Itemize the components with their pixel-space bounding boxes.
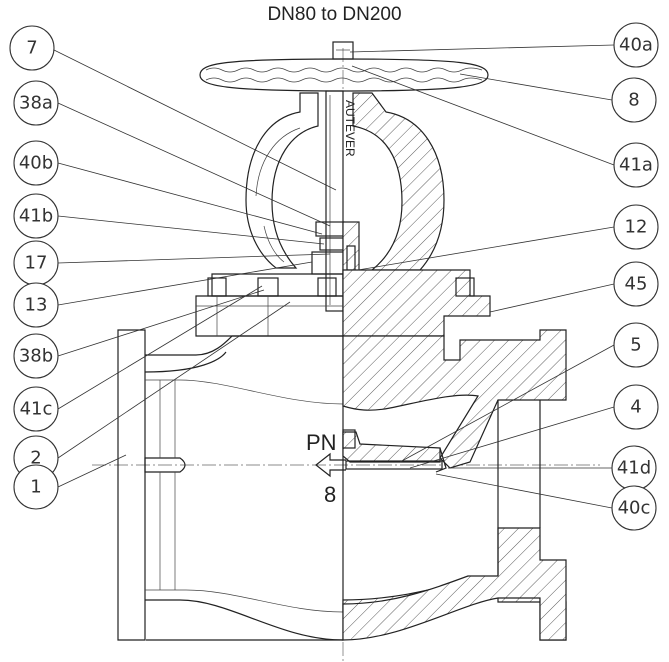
balloon-17-label: 17 xyxy=(25,253,48,274)
balloon-40b-label: 40b xyxy=(19,153,53,174)
balloon-12-label: 12 xyxy=(625,217,648,238)
disc xyxy=(342,431,441,463)
body-left xyxy=(117,329,344,641)
rating-marking: 8 xyxy=(324,482,336,507)
balloon-41d-label: 41d xyxy=(617,458,651,479)
balloon-40a-label: 40a xyxy=(619,35,653,56)
balloon-40c: 40c xyxy=(611,485,657,531)
drawing-title: DN80 to DN200 xyxy=(267,4,402,25)
balloon-8: 8 xyxy=(611,77,657,123)
balloon-41b-label: 41b xyxy=(19,206,53,227)
pressure-marking: PN xyxy=(306,430,337,455)
balloon-1-label: 1 xyxy=(30,477,41,498)
balloon-7: 7 xyxy=(9,25,55,71)
balloon-41c-label: 41c xyxy=(20,399,53,420)
balloon-8-label: 8 xyxy=(628,90,639,111)
balloon-40a: 40a xyxy=(613,22,659,68)
balloon-2-label: 2 xyxy=(30,448,41,469)
stem: AUTEVER xyxy=(325,90,357,312)
yoke-left xyxy=(245,92,319,269)
balloon-13-label: 13 xyxy=(25,295,48,316)
body-right-section xyxy=(342,329,567,641)
yoke-right-section xyxy=(352,92,445,271)
balloon-4-label: 4 xyxy=(630,397,641,418)
balloon-5-label: 5 xyxy=(630,335,641,356)
handwheel xyxy=(199,41,489,92)
balloon-13: 13 xyxy=(13,282,59,328)
balloon-12: 12 xyxy=(613,204,659,250)
balloon-45: 45 xyxy=(613,261,659,307)
balloon-38a: 38a xyxy=(13,80,59,126)
balloon-41a: 41a xyxy=(613,142,659,188)
gland-packing xyxy=(311,221,360,279)
balloon-1: 1 xyxy=(13,464,59,510)
balloon-38b: 38b xyxy=(13,333,59,379)
balloon-4: 4 xyxy=(613,384,659,430)
balloon-17: 17 xyxy=(13,240,59,286)
handwheel-nut xyxy=(332,41,354,60)
balloon-40b: 40b xyxy=(13,140,59,186)
left-end-flange xyxy=(117,329,146,641)
balloon-40c-label: 40c xyxy=(618,498,651,519)
balloon-7-label: 7 xyxy=(26,38,37,59)
bolt-head-left xyxy=(207,277,227,297)
balloon-41c: 41c xyxy=(13,386,59,432)
balloon-41a-label: 41a xyxy=(619,155,653,176)
balloon-45-label: 45 xyxy=(625,274,648,295)
bolt-head-right xyxy=(455,277,475,297)
bonnet-flange xyxy=(195,269,491,337)
stem-marking: AUTEVER xyxy=(343,100,357,157)
balloon-41b: 41b xyxy=(13,193,59,239)
balloon-38a-label: 38a xyxy=(19,93,53,114)
balloon-38b-label: 38b xyxy=(19,346,53,367)
balloon-41d: 41d xyxy=(611,445,657,491)
leader-lines xyxy=(53,44,615,509)
disc-seat xyxy=(342,429,447,473)
balloon-5: 5 xyxy=(613,322,659,368)
flow-arrow xyxy=(315,452,346,478)
